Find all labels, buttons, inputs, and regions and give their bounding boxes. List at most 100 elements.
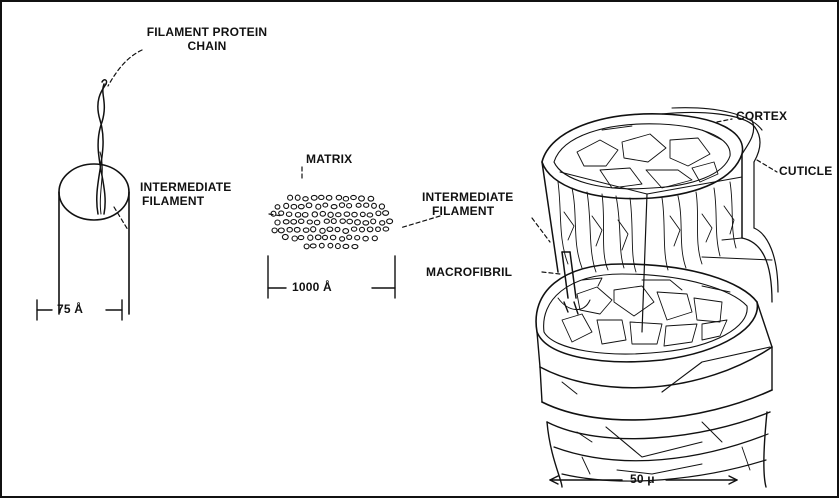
label-macrofibril: MACROFIBRIL: [426, 265, 512, 279]
label-cortex: CORTEX: [736, 109, 787, 123]
matrix-filament-ring: [336, 244, 341, 249]
matrix-filament-ring: [340, 219, 345, 223]
matrix-filament-ring: [372, 236, 377, 241]
matrix-filament-ring: [294, 227, 300, 232]
matrix-crosssection: [271, 195, 393, 249]
label-intermediate-filament-left: INTERMEDIATE FILAMENT: [140, 180, 232, 208]
matrix-filament-ring: [347, 204, 352, 208]
label-intermediate-filament-right-line1: INTERMEDIATE: [422, 190, 514, 204]
matrix-filament-ring: [319, 195, 324, 199]
matrix-filament-ring: [336, 213, 341, 217]
matrix-filament-ring: [316, 204, 321, 209]
matrix-filament-ring: [278, 228, 284, 233]
matrix-filament-ring: [363, 221, 369, 225]
label-dimension-50: 50 μ: [630, 472, 655, 486]
matrix-filament-ring: [275, 220, 280, 225]
matrix-filament-ring: [368, 196, 374, 201]
matrix-filament-ring: [275, 205, 280, 209]
matrix-filament-ring: [327, 227, 333, 231]
matrix-filament-ring: [295, 195, 300, 200]
matrix-filament-ring: [367, 213, 373, 217]
label-cuticle: CUTICLE: [779, 164, 832, 178]
matrix-filament-ring: [371, 219, 376, 224]
hair-shaft: [536, 108, 778, 487]
matrix-filament-ring: [323, 235, 328, 239]
matrix-filament-ring: [356, 203, 361, 207]
matrix-filament-ring: [336, 195, 341, 200]
matrix-filament-ring: [307, 220, 312, 224]
matrix-filament-ring: [355, 236, 360, 240]
matrix-filament-ring: [320, 228, 325, 233]
matrix-filament-ring: [303, 228, 309, 232]
matrix-filament-ring: [387, 219, 393, 224]
matrix-filament-ring: [376, 227, 381, 232]
label-dimension-75: 75 Å: [57, 302, 83, 316]
label-matrix: MATRIX: [306, 152, 352, 166]
matrix-filament-ring: [323, 203, 328, 207]
matrix-filament-ring: [283, 220, 289, 224]
matrix-filament-ring: [339, 203, 344, 208]
matrix-filament-ring: [352, 212, 357, 217]
matrix-filament-ring: [288, 195, 293, 200]
matrix-filament-ring: [383, 227, 389, 231]
matrix-filament-ring: [324, 219, 329, 223]
matrix-filament-ring: [271, 211, 276, 216]
label-filament-protein-chain: FILAMENT PROTEIN CHAIN: [138, 25, 276, 53]
matrix-filament-ring: [299, 219, 304, 223]
label-filament-protein-chain-line1: FILAMENT PROTEIN: [138, 25, 276, 39]
leader-lines-middle: [269, 167, 440, 228]
matrix-filament-ring: [376, 211, 381, 216]
label-dimension-1000: 1000 Å: [292, 280, 332, 294]
matrix-filament-ring: [347, 235, 352, 239]
upper-cortex-cells: [577, 126, 722, 188]
matrix-filament-ring: [291, 220, 297, 225]
matrix-filament-ring: [306, 203, 312, 208]
matrix-filament-ring: [355, 220, 361, 225]
matrix-filament-ring: [379, 204, 384, 209]
matrix-filament-ring: [343, 244, 349, 248]
matrix-filament-ring: [279, 211, 284, 215]
matrix-filament-ring: [302, 213, 308, 218]
matrix-filament-ring: [367, 227, 373, 232]
matrix-filament-ring: [359, 196, 365, 201]
label-intermediate-filament-right-line2: FILAMENT: [422, 204, 514, 218]
matrix-filament-ring: [380, 221, 385, 225]
matrix-filament-ring: [320, 211, 325, 216]
matrix-filament-ring: [326, 195, 332, 200]
matrix-filament-ring: [347, 219, 353, 224]
matrix-filament-ring: [286, 212, 291, 216]
matrix-filament-ring: [343, 196, 348, 201]
matrix-filament-ring: [330, 235, 335, 240]
matrix-filament-ring: [311, 227, 316, 232]
matrix-filament-ring: [311, 195, 317, 200]
matrix-filament-ring: [360, 212, 365, 216]
matrix-filament-ring: [312, 212, 317, 217]
label-intermediate-filament-left-line1: INTERMEDIATE: [140, 180, 232, 194]
lower-cortex-cells: [562, 278, 730, 346]
protein-chain-strands: [97, 80, 107, 214]
matrix-filament-ring: [331, 205, 337, 209]
matrix-filament-ring: [282, 234, 288, 239]
matrix-filament-ring: [340, 237, 345, 241]
matrix-filament-ring: [319, 243, 324, 248]
matrix-filament-ring: [383, 211, 389, 216]
matrix-filament-ring: [351, 227, 356, 231]
matrix-filament-ring: [303, 197, 308, 201]
matrix-filament-ring: [363, 236, 368, 241]
matrix-filament-ring: [295, 213, 300, 218]
label-intermediate-filament-left-line2: FILAMENT: [140, 194, 232, 208]
matrix-filament-ring: [331, 219, 336, 224]
leader-lines-left: [108, 50, 142, 230]
matrix-filament-ring: [344, 212, 350, 216]
matrix-filament-ring: [291, 204, 297, 209]
intermediate-filament-cylinder: [59, 164, 129, 314]
matrix-filament-ring: [351, 195, 357, 199]
matrix-filament-ring: [328, 243, 333, 248]
label-intermediate-filament-right: INTERMEDIATE FILAMENT: [422, 190, 514, 218]
matrix-filament-ring: [272, 228, 277, 233]
matrix-filament-ring: [315, 235, 321, 240]
matrix-filament-ring: [328, 212, 333, 217]
matrix-filament-ring: [360, 227, 365, 232]
